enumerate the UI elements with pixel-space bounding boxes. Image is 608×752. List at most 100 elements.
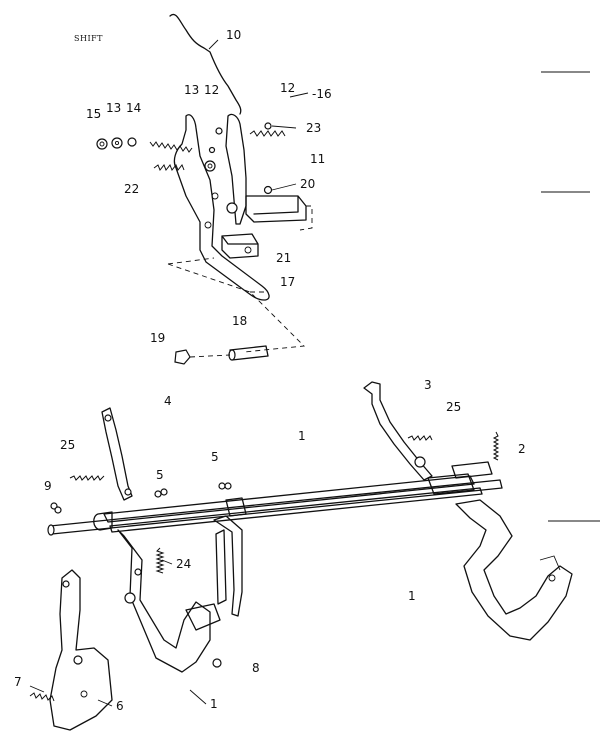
spring-24 [155,547,165,574]
callout-labels: 10 12 -16 13 12 15 13 14 23 11 20 22 21 … [14,28,526,713]
screw-8 [212,658,222,668]
washer-9b [54,506,62,514]
callout-25-right: 25 [446,400,461,414]
callout-20: 20 [300,177,315,191]
callout-12-top: 12 [280,81,295,95]
nut-15 [96,138,108,150]
leader-lines [29,92,309,707]
washer-5d [224,482,232,490]
callout-6: 6 [116,699,124,713]
link-4-top-hole [104,414,112,422]
leader-24 [161,559,173,565]
callout-11: 11 [310,152,325,166]
callout-1-right: 1 [408,589,416,603]
nut-15-hole [99,141,105,147]
callout-3: 3 [424,378,432,392]
left-arm-tab [185,603,221,631]
pivot-hole-left [207,163,213,169]
shaft-collar-center [225,497,247,517]
leader-7 [29,685,45,693]
callout-21: 21 [276,251,291,265]
right-arm-detail [539,555,561,571]
callout-24: 24 [176,557,191,571]
washer-5a [154,490,162,498]
spring-lower [153,164,185,171]
left-arm-pin [134,568,142,576]
screw-20 [263,185,273,195]
bottom-bracket-top-hole [62,580,70,588]
center-bracket-web [215,529,227,605]
spring-23 [249,130,286,137]
callout-25-left: 25 [60,438,75,452]
diagram-heading: SHIFT [74,34,103,43]
nut-19 [174,349,191,365]
bottom-bracket-pivot [73,655,83,665]
callout-22: 22 [124,182,139,196]
callout-15: 15 [86,107,101,121]
main-shaft-end [47,524,55,536]
washer-14 [127,137,137,147]
callout-1-bottom: 1 [210,697,218,711]
washer-13 [111,137,123,149]
spring-25-left [69,475,105,481]
leader-23 [271,125,297,129]
washer-5b [160,488,168,496]
right-arm-hole [548,574,556,582]
callout-9: 9 [44,479,52,493]
nut-19-leader [189,354,231,358]
bracket-hidden-edge [299,205,313,231]
wire-leader [208,39,219,50]
lever-3-boss [414,456,426,468]
callout-4: 4 [164,394,172,408]
shift-assembly [96,13,313,365]
right-block [451,461,493,479]
lower-mechanism [29,381,573,731]
spring-2 [492,431,500,461]
washer-13-hole [114,140,120,146]
washer-13b [208,146,216,154]
callout-5-center: 5 [211,450,219,464]
leader-16 [289,92,309,98]
shift-block [221,233,259,259]
leader-6 [97,699,113,707]
shaft-collar-left [93,511,113,531]
center-bracket [213,515,243,617]
bottom-bracket [49,569,113,731]
callout-2: 2 [518,442,526,456]
leader-20 [271,183,297,191]
margin-rules [541,71,600,522]
vertical-link-4 [101,407,133,501]
lever-hole-lower [204,221,212,229]
callout-1-top: 1 [298,429,306,443]
callout-13-upper: 13 [184,83,199,97]
parallel-rod [103,475,475,523]
lever-3 [363,381,433,481]
callout-18: 18 [232,314,247,328]
location-plane [167,257,305,353]
callout-7: 7 [14,675,22,689]
shaft-18 [229,345,269,361]
callout-10: 10 [226,28,241,42]
bracket-boss [226,202,238,214]
bottom-bracket-hole [80,690,88,698]
pivot-boss-left [204,160,216,172]
washer-5c [218,482,226,490]
callout-12-upper: 12 [204,83,219,97]
spring-22 [149,141,193,153]
spring-7 [29,692,55,702]
link-4-bottom-hole [124,488,132,496]
screw-16 [264,122,272,130]
leader-1-bottom [189,689,207,705]
shift-lever-left [173,114,270,301]
callout-16: -16 [312,87,332,101]
callout-14: 14 [126,101,141,115]
callout-13-left: 13 [106,101,121,115]
callout-19: 19 [150,331,165,345]
shift-wire [169,13,242,115]
block-hole [244,246,252,254]
cross-bar [109,487,483,533]
callout-8: 8 [252,661,260,675]
callout-23: 23 [306,121,321,135]
shift-bracket [245,195,307,223]
